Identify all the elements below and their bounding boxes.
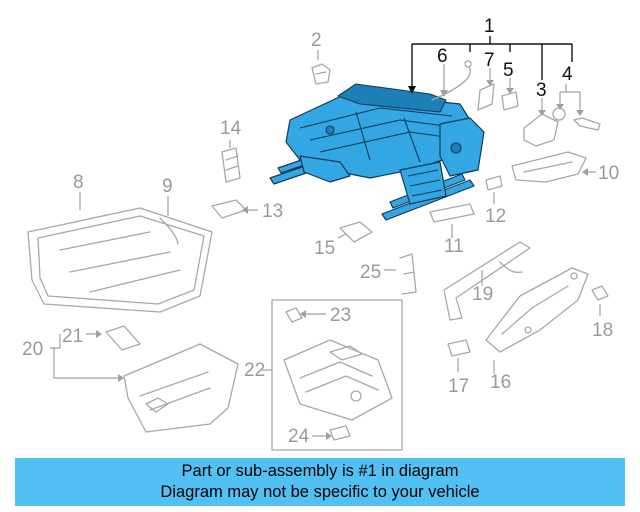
svg-text:16: 16 [490, 372, 511, 393]
svg-text:7: 7 [484, 50, 495, 71]
part-24-clip: 24 [288, 425, 351, 447]
svg-text:20: 20 [22, 339, 43, 360]
part-9-cover: 9 [159, 176, 179, 245]
svg-text:9: 9 [162, 176, 173, 197]
banner-line-1: Part or sub-assembly is #1 in diagram [181, 462, 459, 480]
svg-text:14: 14 [220, 118, 242, 139]
svg-text:11: 11 [444, 236, 464, 257]
part-6-cable: 6 [431, 46, 472, 101]
part-22-group-box: 22 [244, 299, 403, 451]
part-10-side-cover: 10 [511, 151, 619, 184]
part-12-pad: 12 [485, 175, 506, 227]
svg-text:2: 2 [311, 30, 322, 51]
part-15-bracket: 15 [314, 221, 373, 259]
part-11-trim: 11 [429, 203, 475, 257]
part-19-harness: 19 [443, 241, 531, 321]
part-14-bracket: 14 [220, 118, 242, 183]
svg-text:15: 15 [314, 238, 335, 259]
svg-text:18: 18 [592, 320, 613, 341]
part-2-knob: 2 [311, 30, 331, 85]
info-banner: Part or sub-assembly is #1 in diagram Di… [15, 458, 625, 506]
svg-text:22: 22 [244, 360, 265, 381]
part-8-cushion: 8 [27, 172, 213, 313]
part-22-switch-housing [283, 339, 393, 421]
banner-line-2: Diagram may not be specific to your vehi… [160, 483, 480, 501]
part-13-clip: 13 [211, 199, 283, 222]
svg-text:19: 19 [472, 284, 493, 305]
part-20-storage-tray: 20 [22, 339, 239, 433]
seat-frame-assembly[interactable] [269, 83, 485, 221]
svg-text:6: 6 [437, 46, 448, 67]
callout-1: 1 [408, 16, 573, 94]
svg-text:24: 24 [288, 426, 310, 447]
part-16-shield: 16 [485, 267, 589, 393]
svg-text:21: 21 [62, 326, 83, 347]
svg-text:5: 5 [503, 60, 514, 81]
svg-text:3: 3 [536, 80, 547, 101]
svg-text:4: 4 [562, 64, 573, 85]
svg-text:12: 12 [485, 206, 506, 227]
part-21-pad: 21 [59, 325, 141, 351]
svg-text:10: 10 [598, 163, 619, 184]
svg-text:17: 17 [448, 376, 469, 397]
svg-text:25: 25 [360, 262, 381, 283]
part-5-clip: 5 [501, 60, 519, 111]
svg-text:23: 23 [330, 305, 351, 326]
part-3-motor: 3 [523, 80, 559, 147]
svg-text:8: 8 [73, 172, 84, 193]
part-23-screw: 23 [285, 305, 351, 326]
part-17-cover: 17 [447, 339, 471, 397]
part-25-bracket: 25 [360, 253, 417, 295]
svg-text:13: 13 [262, 201, 283, 222]
part-18-clip: 18 [591, 285, 613, 341]
part-7-bracket: 7 [477, 50, 495, 111]
svg-text:1: 1 [484, 16, 495, 37]
part-4-bolts: 4 [552, 64, 601, 131]
